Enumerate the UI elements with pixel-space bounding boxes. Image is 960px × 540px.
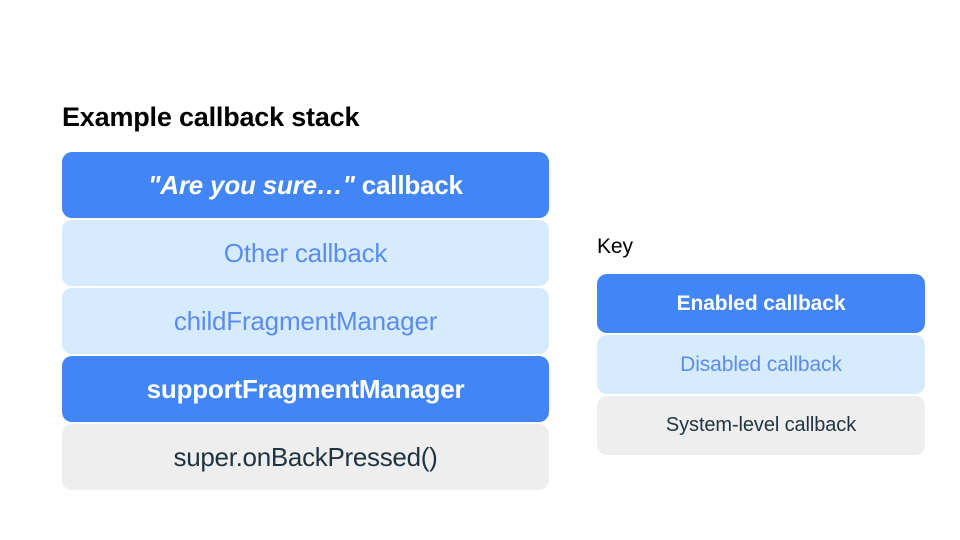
callback-stack-panel: Example callback stack "Are you sure…" c…	[62, 100, 549, 490]
stack-item-label-plain: callback	[354, 169, 463, 200]
key-item-system-level-callback: System-level callback	[597, 396, 925, 455]
stack-item-support-fragment-manager: supportFragmentManager	[62, 356, 549, 422]
stack-item-super-on-back-pressed: super.onBackPressed()	[62, 424, 549, 490]
stack-item-label: Other callback	[223, 237, 388, 268]
stack-item-label-quoted: "Are you sure…"	[148, 169, 355, 200]
stack-item-child-fragment-manager: childFragmentManager	[62, 288, 549, 354]
stack-item-other-callback: Other callback	[62, 220, 549, 286]
key-item-disabled-callback: Disabled callback	[597, 335, 925, 394]
key-item-label: Enabled callback	[676, 291, 846, 315]
stack-item-are-you-sure-callback: "Are you sure…" callback	[62, 152, 549, 218]
key-item-label: System-level callback	[665, 414, 857, 436]
key-item-enabled-callback: Enabled callback	[597, 274, 925, 333]
stack-item-label: super.onBackPressed()	[173, 441, 438, 472]
key-legend-panel: Key Enabled callback Disabled callback S…	[597, 234, 925, 455]
key-title: Key	[597, 235, 633, 258]
key-item-label: Disabled callback	[680, 352, 842, 376]
stack-item-label: supportFragmentManager	[146, 373, 465, 404]
stack-item-label: "Are you sure…" callback	[148, 170, 463, 201]
page-title: Example callback stack	[62, 102, 360, 132]
stack-item-label: childFragmentManager	[173, 305, 438, 336]
key-legend-list: Enabled callback Disabled callback Syste…	[597, 274, 925, 455]
callback-stack-list: "Are you sure…" callback Other callback …	[62, 152, 549, 490]
